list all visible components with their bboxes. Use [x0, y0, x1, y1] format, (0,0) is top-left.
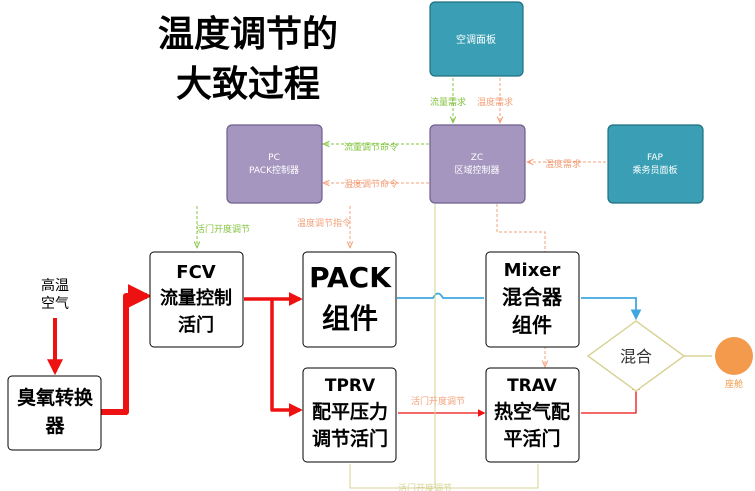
- mixer-to-mix-path: [581, 297, 642, 321]
- temp-demand-fap-label: 温度需求: [545, 158, 581, 170]
- ozone-label-line-1: 臭氧转换: [17, 386, 94, 409]
- temp-cmd-pack-label: 温度调节指令: [297, 217, 351, 229]
- tprv-label-line-2: 配平压力: [312, 400, 388, 423]
- ozone-converter-box[interactable]: 臭氧转换 器: [7, 375, 102, 451]
- valve-open-trav-label: 活门开度调节: [411, 395, 465, 407]
- pack-label-line-1: PACK: [309, 261, 392, 294]
- zc-box[interactable]: ZC 区域控制器: [429, 124, 526, 204]
- trav-to-mix-path: [581, 382, 640, 414]
- fcv-label-line-1: FCV: [176, 262, 216, 283]
- mixer-label-line-3: 组件: [512, 313, 552, 337]
- pc-box[interactable]: PC PACK控制器: [226, 124, 323, 204]
- fap-box[interactable]: FAP 乘务员面板: [607, 124, 704, 204]
- tprv-label-line-3: 调节活门: [312, 427, 388, 450]
- fcv-to-tprv-path: [270, 299, 303, 417]
- temp-cmd-label: 温度调节命令: [344, 178, 398, 190]
- pack-label-line-2: 组件: [322, 302, 378, 335]
- mixer-label-line-1: Mixer: [504, 260, 561, 281]
- cabin-node[interactable]: [715, 337, 753, 375]
- flow-signal-lines: [197, 78, 453, 247]
- mix-label: 混合: [620, 347, 652, 366]
- conditioned-air-path: [397, 292, 642, 321]
- hot-air-label-line-1: 高温: [41, 277, 69, 294]
- fcv-label-line-3: 活门: [178, 314, 214, 336]
- zc-label-line-1: ZC: [471, 153, 483, 163]
- hot-air-label-line-2: 空气: [41, 296, 69, 312]
- ac-panel-label: 空调面板: [456, 33, 496, 46]
- hot-air-path: [47, 284, 640, 417]
- mixer-box[interactable]: Mixer 混合器 组件: [485, 251, 580, 348]
- valve-open-bottom-branch: [435, 464, 539, 489]
- mixer-label-line-2: 混合器: [502, 285, 563, 309]
- trav-label-line-1: TRAV: [507, 376, 558, 396]
- mix-node[interactable]: 混合: [586, 320, 686, 392]
- fcv-label-line-2: 流量控制: [160, 287, 232, 309]
- cabin-label: 座舱: [725, 378, 743, 390]
- tprv-box[interactable]: TPRV 配平压力 调节活门: [302, 367, 397, 463]
- pc-label-line-1: PC: [268, 153, 280, 163]
- fcv-box[interactable]: FCV 流量控制 活门: [149, 251, 244, 348]
- trav-label-line-3: 平活门: [503, 427, 560, 450]
- valve-open-bottom-label: 活门开度调节: [398, 482, 452, 491]
- fap-label-line-2: 乘务员面板: [632, 164, 677, 176]
- temp-demand-ac-label: 温度需求: [477, 96, 513, 108]
- ozone-label-line-2: 器: [44, 415, 65, 437]
- ac-panel-box[interactable]: 空调面板: [429, 1, 524, 77]
- valve-open-bottom-line: [349, 204, 436, 489]
- fap-label-line-1: FAP: [647, 153, 664, 163]
- trav-label-line-2: 热空气配: [494, 400, 570, 423]
- zc-label-line-2: 区域控制器: [454, 164, 499, 176]
- pack-to-mixer-path: [397, 292, 484, 299]
- pack-box[interactable]: PACK 组件: [302, 251, 397, 348]
- ozone-to-fcv-path: [100, 284, 152, 415]
- title-line-2: 大致过程: [176, 64, 320, 105]
- pc-label-line-2: PACK控制器: [249, 164, 299, 176]
- valve-feedback-loop: [349, 204, 539, 489]
- title-line-1: 温度调节的: [158, 14, 338, 55]
- valve-open-fcv-label: 活门开度调节: [196, 223, 250, 235]
- trav-box[interactable]: TRAV 热空气配 平活门: [485, 367, 580, 463]
- tprv-label-line-1: TPRV: [325, 376, 376, 396]
- flow-demand-label: 流量需求: [430, 96, 466, 108]
- flow-cmd-label: 流量调节命令: [344, 141, 398, 153]
